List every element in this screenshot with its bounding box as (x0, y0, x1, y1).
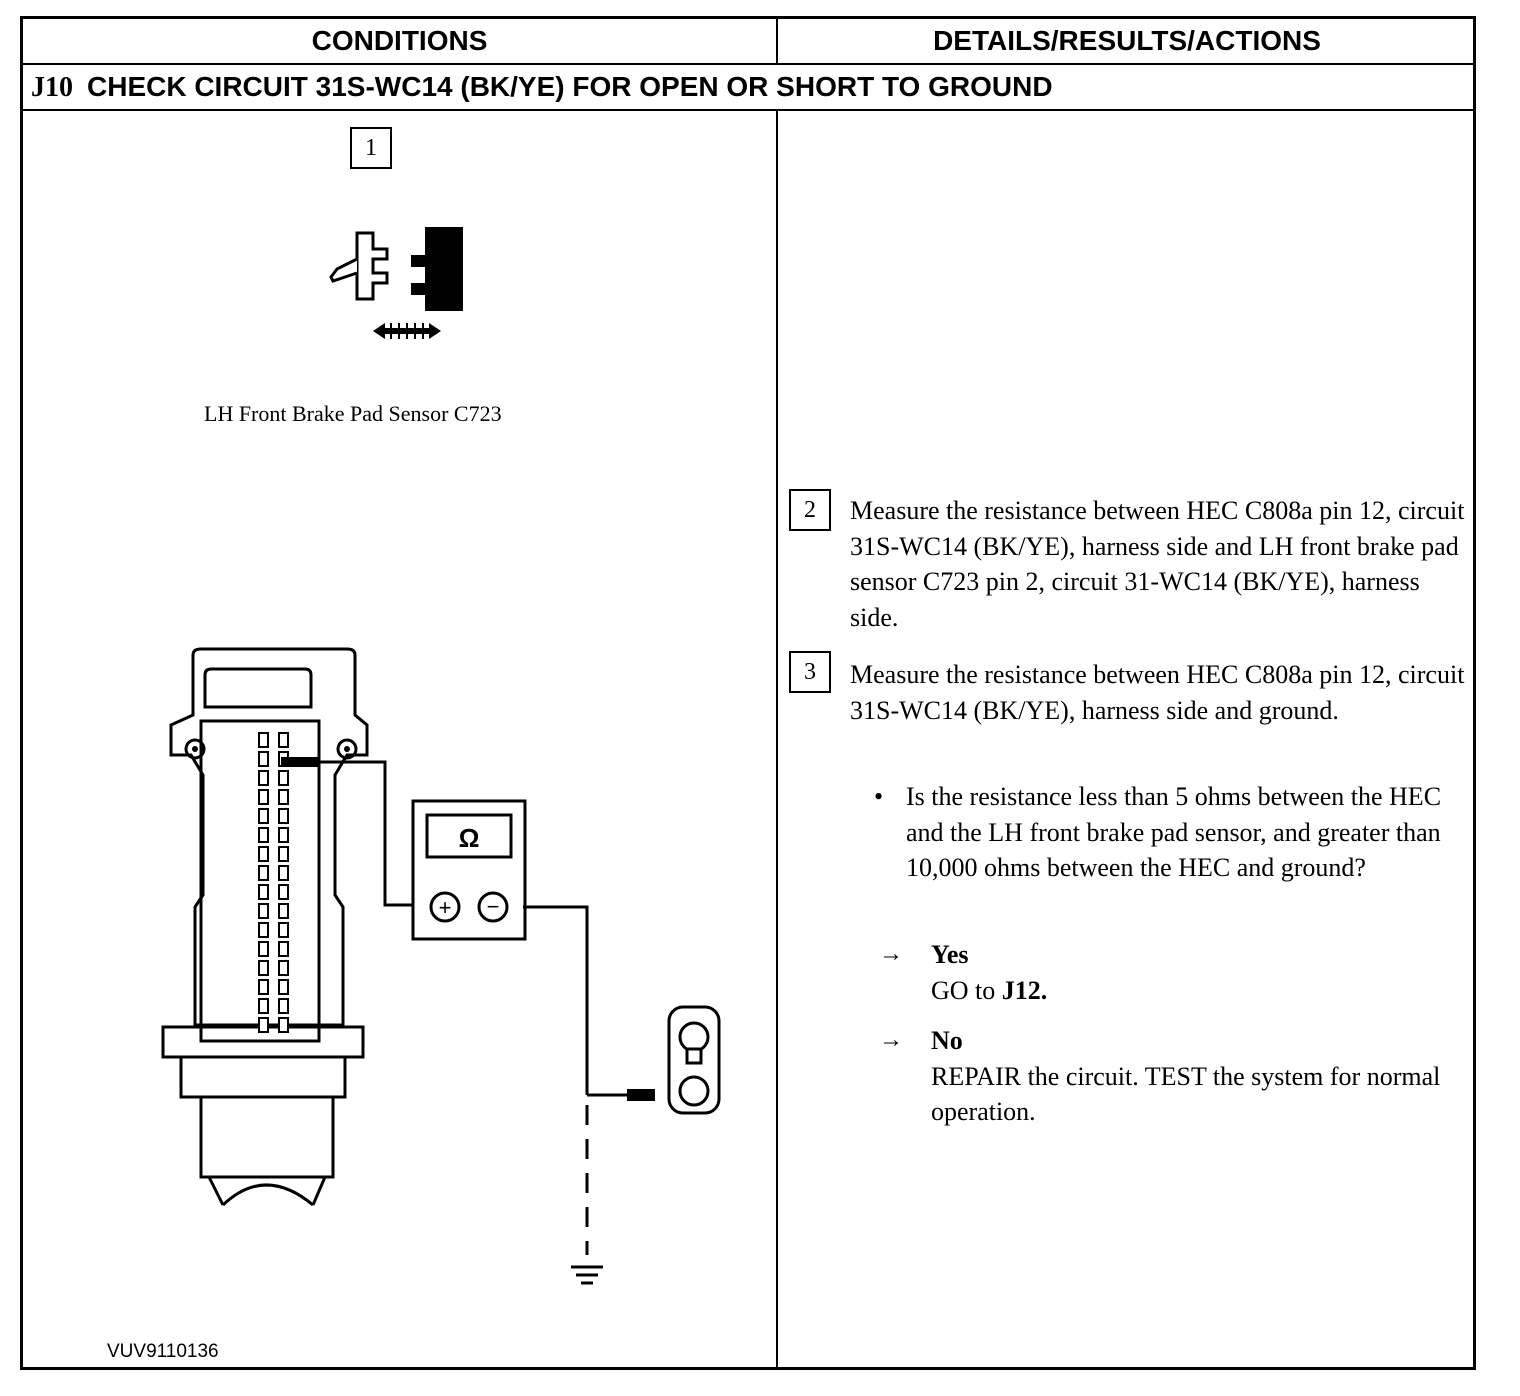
connector-pin (258, 922, 269, 938)
connector-pin (258, 884, 269, 900)
step-2-box: 2 (789, 489, 831, 531)
result-yes: → Yes GO to J12. (879, 937, 1461, 1008)
connector-pin (278, 827, 289, 843)
ohm-symbol: Ω (459, 823, 480, 853)
test-id: J10 (31, 72, 73, 103)
connector-pin (258, 998, 269, 1014)
connector-pin (278, 770, 289, 786)
sensor-connector-icon (667, 1005, 721, 1115)
arrow-icon: → (879, 1027, 903, 1053)
question-bullet: • Is the resistance less than 5 ohms bet… (874, 779, 1466, 886)
connector-pin (278, 903, 289, 919)
multimeter-icon: Ω + − (411, 799, 527, 941)
connector-pin (278, 922, 289, 938)
arrow-icon: → (879, 941, 903, 967)
connector-pin (258, 789, 269, 805)
connector-pin (278, 808, 289, 824)
connector-pin (278, 884, 289, 900)
connector-pin (258, 903, 269, 919)
connector-pin (258, 827, 269, 843)
harness-connector-icon (161, 647, 369, 1207)
connector-pin (258, 1017, 269, 1033)
connector-pin (278, 1017, 289, 1033)
connector-pin (258, 979, 269, 995)
connector-pin (258, 846, 269, 862)
connector-pin (278, 998, 289, 1014)
connector-pin (278, 789, 289, 805)
step-3-text: Measure the resistance between HEC C808a… (850, 660, 1465, 725)
step-1-box: 1 (350, 127, 392, 169)
diagnostic-table: CONDITIONS DETAILS/RESULTS/ACTIONS J10 CH… (20, 16, 1476, 1370)
connector-disconnect-icon (329, 227, 463, 339)
connector-pin-grid (258, 732, 289, 1033)
connector-pin (278, 979, 289, 995)
meter-plus: + (439, 895, 452, 920)
details-header: DETAILS/RESULTS/ACTIONS (933, 25, 1321, 56)
connector-pin (278, 960, 289, 976)
measurement-diagram: Ω + − (161, 647, 721, 1285)
connector-pin (258, 808, 269, 824)
question-text: Is the resistance less than 5 ohms betwe… (906, 782, 1442, 882)
test-title: CHECK CIRCUIT 31S-WC14 (BK/YE) FOR OPEN … (87, 71, 1053, 102)
connector-caption: LH Front Brake Pad Sensor C723 (204, 401, 502, 426)
ground-icon (571, 1265, 603, 1285)
meter-minus: − (487, 894, 500, 919)
yes-action-target: J12. (1001, 975, 1048, 1005)
connector-pin (258, 865, 269, 881)
connector-pin (258, 751, 269, 767)
bullet-dot: • (874, 782, 884, 811)
result-no: → No REPAIR the circuit. TEST the system… (879, 1023, 1461, 1130)
connector-pin (278, 732, 289, 748)
connector-pin (258, 732, 269, 748)
conditions-header: CONDITIONS (23, 19, 778, 63)
figure-id: VUV9110136 (107, 1341, 219, 1362)
connector-pin (278, 941, 289, 957)
test-title-row: J10 CHECK CIRCUIT 31S-WC14 (BK/YE) FOR OP… (23, 63, 1473, 111)
step-2-text: Measure the resistance between HEC C808a… (850, 496, 1465, 632)
connector-pin (258, 770, 269, 786)
connector-pin (278, 846, 289, 862)
connector-pin (258, 941, 269, 957)
connector-pin (258, 960, 269, 976)
no-action: REPAIR the circuit. TEST the system for … (931, 1061, 1441, 1127)
connector-pin (278, 865, 289, 881)
step-3-box: 3 (789, 651, 831, 693)
double-arrow-icon (373, 323, 441, 339)
column-divider (776, 111, 778, 1370)
yes-label: Yes (931, 940, 969, 969)
no-label: No (931, 1026, 963, 1055)
yes-action-prefix: GO to (931, 975, 996, 1005)
